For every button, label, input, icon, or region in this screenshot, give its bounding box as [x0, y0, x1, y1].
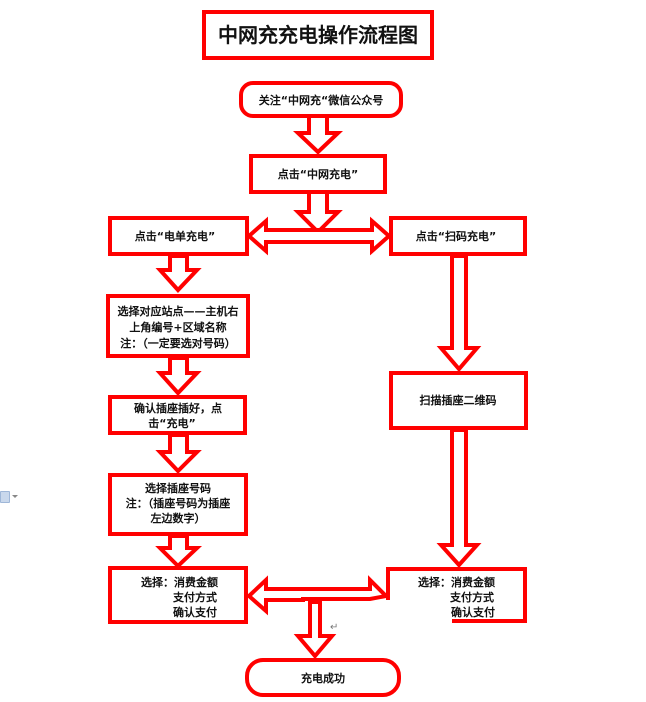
arrow-down-left-4: [155, 534, 203, 569]
node-success: 充电成功: [245, 658, 401, 697]
node-click-zwc-text: 点击“中网充电”: [278, 167, 358, 181]
arrow-down-success: [293, 600, 337, 660]
node-confirm-plug-line2: 击“充电”: [148, 416, 195, 430]
node-click-scan: 点击“扫码充电”: [389, 216, 527, 256]
node-select-station-line2: 上角编号+区域名称: [129, 320, 226, 334]
arrow-down-left-2: [155, 356, 202, 396]
node-scan-qr-text: 扫描插座二维码: [420, 393, 497, 407]
paragraph-mark: ↵: [330, 622, 339, 633]
node-click-scan-text: 点击“扫码充电”: [416, 229, 496, 243]
dropdown-caret-icon[interactable]: [12, 495, 18, 498]
node-follow: 关注“中网充“微信公众号: [239, 81, 403, 118]
node-select-socket: 选择插座号码 注：（插座号码为插座 左边数字）: [108, 473, 248, 536]
title-box: 中网充充电操作流程图: [202, 10, 434, 60]
node-pay-right-line3: 确认支付: [451, 605, 495, 619]
node-success-text: 充电成功: [301, 671, 345, 685]
node-pay-right-line2: 支付方式: [449, 590, 494, 604]
node-select-station-line1: 选择对应站点——主机右: [118, 304, 239, 318]
node-pay-left-line1: 选择：消费金额: [141, 575, 218, 589]
node-scan-qr: 扫描插座二维码: [389, 371, 528, 430]
arrow-down-right-2: [436, 428, 482, 568]
arrow-down-left-3: [155, 433, 202, 474]
arrow-down-right-1: [436, 254, 482, 373]
node-confirm-plug: 确认插座插好，点 击“充电”: [108, 395, 247, 435]
document-icon[interactable]: [0, 491, 10, 503]
node-click-dandan-text: 点击“电单充电”: [135, 229, 215, 243]
node-pay-right: 选择：消费金额 支付方式 确认支付: [386, 567, 527, 623]
node-select-socket-line3: 左边数字）: [150, 511, 206, 525]
node-confirm-plug-line1: 确认插座插好，点: [134, 401, 222, 415]
arrow-down-2: [293, 190, 343, 235]
arrow-down-left-1: [155, 254, 202, 293]
node-pay-left: 选择：消费金额 支付方式 确认支付: [108, 566, 248, 624]
node-select-station: 选择对应站点——主机右 上角编号+区域名称 注：（一定要选对号码）: [106, 294, 250, 358]
node-pay-left-line3: 确认支付: [173, 605, 217, 619]
node-pay-right-line1: 选择：消费金额: [418, 575, 495, 589]
node-select-station-line3: 注：（一定要选对号码）: [120, 336, 236, 350]
node-click-zwc: 点击“中网充电”: [249, 154, 387, 194]
node-click-dandan: 点击“电单充电”: [108, 216, 249, 256]
double-arrow-bottom: [246, 575, 391, 616]
node-pay-left-line2: 支付方式: [172, 590, 217, 604]
node-select-socket-line1: 选择插座号码: [145, 481, 211, 495]
node-follow-text: 关注“中网充“微信公众号: [259, 93, 383, 107]
node-select-socket-line2: 注：（插座号码为插座: [126, 496, 231, 510]
diagram-title: 中网充充电操作流程图: [218, 23, 418, 47]
arrow-down-1: [292, 114, 344, 155]
